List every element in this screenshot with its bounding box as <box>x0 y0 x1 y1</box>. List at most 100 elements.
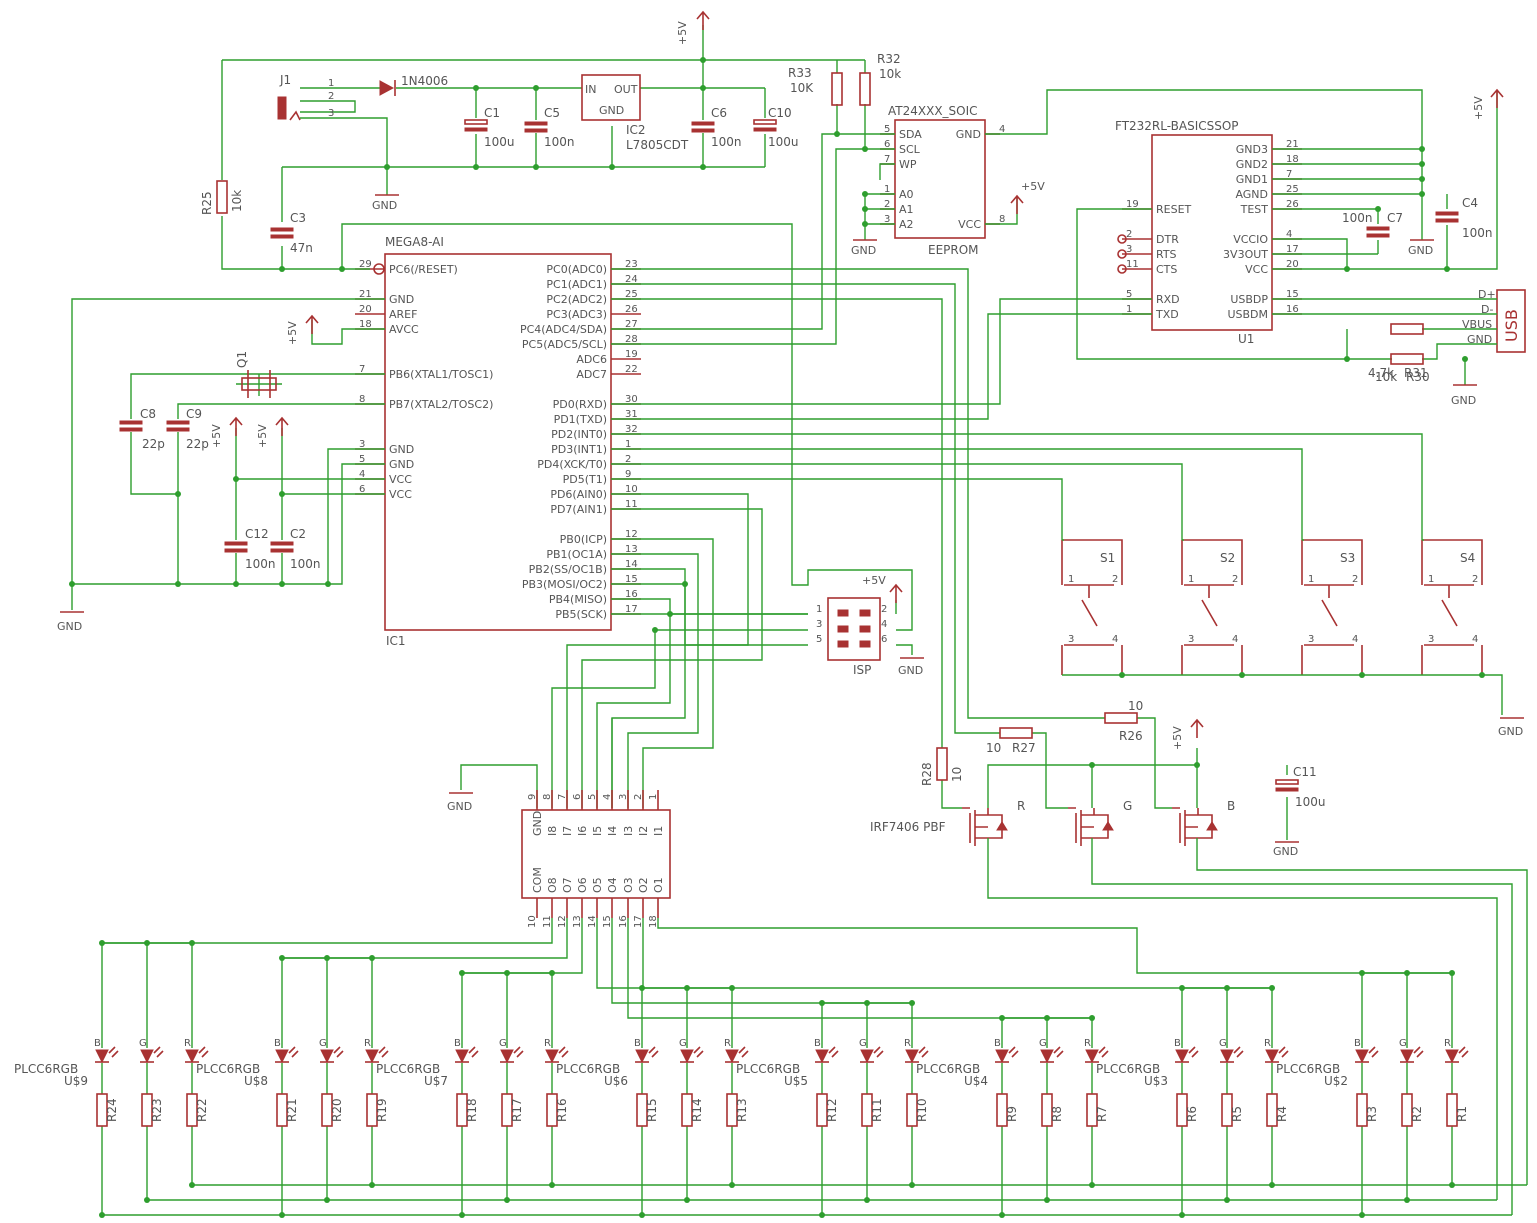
mosfet-diode <box>1102 821 1114 831</box>
led-resistor-ref: R22 <box>195 1098 209 1122</box>
uln-top-num: 6 <box>572 794 583 800</box>
led-ref: U$7 <box>424 1074 448 1088</box>
pin-number: 15 <box>625 574 638 585</box>
jack-ref: J1 <box>279 73 291 87</box>
led-resistor-ref: R24 <box>105 1098 119 1122</box>
uln-bottom-num: 10 <box>527 915 538 928</box>
uln-bottom-name: O1 <box>652 877 665 893</box>
pin-number: 32 <box>625 424 638 435</box>
switch-pin-3: 3 <box>1188 634 1194 645</box>
mosfet-part: IRF7406 PBF <box>870 820 946 834</box>
switch-pin-3: 3 <box>1308 634 1314 645</box>
pin-number: 1 <box>625 439 631 450</box>
pin-name: A2 <box>899 218 914 231</box>
led-common-wire <box>1001 1017 1093 1048</box>
led-resistor-ref: R13 <box>735 1098 749 1122</box>
mosfet-body <box>962 807 1003 846</box>
usb-interface-wiring: 100n C7 C4 100n 4.7k R31 10k R30 GND GND… <box>1076 89 1504 407</box>
darlington-pins: 9GND8I87I76I65I54I43I32I21I110COM11O812O… <box>527 790 665 928</box>
uln-top-num: 5 <box>587 794 598 800</box>
r26-ref: R26 <box>1119 729 1143 743</box>
pin-number: 1 <box>884 184 890 195</box>
switch-pin-1: 1 <box>1308 574 1314 585</box>
pin-name: PD2(INT0) <box>551 428 607 441</box>
uln-bottom-name: O4 <box>606 877 619 893</box>
led-part: PLCC6RGB <box>196 1062 260 1076</box>
pin-number: 5 <box>1126 289 1132 300</box>
led-diode <box>364 1046 389 1063</box>
led-ref: U$6 <box>604 1074 628 1088</box>
led-diode <box>814 1046 839 1063</box>
gnd-label-mega: GND <box>57 620 82 633</box>
led-diode <box>94 1046 119 1063</box>
pin-number: 4 <box>1286 229 1292 240</box>
led-diode <box>184 1046 209 1063</box>
reg-out: OUT <box>614 83 638 96</box>
led-diode <box>1219 1046 1244 1063</box>
isp-pin-5: 5 <box>816 634 822 645</box>
led-ref: U$9 <box>64 1074 88 1088</box>
led-letter: G <box>679 1038 687 1049</box>
switch-pin-4: 4 <box>1232 634 1238 645</box>
uln-top-name: I5 <box>591 826 604 836</box>
led-common-wire <box>821 1002 913 1048</box>
led-diode <box>274 1046 299 1063</box>
darlington-array: 9GND8I87I76I65I54I43I32I21I110COM11O812O… <box>521 790 671 928</box>
led-ref: U$5 <box>784 1074 808 1088</box>
reg-in: IN <box>585 83 596 96</box>
jack-pin-3: 3 <box>328 108 334 119</box>
led-letter: B <box>1174 1038 1181 1049</box>
pin-name: SCL <box>899 143 921 156</box>
led-diode <box>499 1046 524 1063</box>
pin-name: VCC <box>1245 263 1268 276</box>
pin-number: 12 <box>625 529 638 540</box>
c7-val: 100n <box>1342 211 1373 225</box>
pin-name: USBDM <box>1227 308 1268 321</box>
uln-top-name: I3 <box>622 826 635 836</box>
pin-name: GND3 <box>1236 143 1268 156</box>
isp-header: 1 2 3 4 5 6 ISP <box>816 597 887 677</box>
c9-val: 22p <box>186 437 209 451</box>
pin-number: 28 <box>625 334 638 345</box>
led-resistor-ref: R8 <box>1050 1106 1064 1122</box>
uln-top-name: GND <box>531 811 544 836</box>
c8-ref: C8 <box>140 407 156 421</box>
led-letter: G <box>319 1038 327 1049</box>
gnd-label-isp: GND <box>898 664 923 677</box>
pin-number: 23 <box>625 259 638 270</box>
r27-ref: R27 <box>1012 741 1036 755</box>
pin-name: AVCC <box>389 323 419 336</box>
pin-name: AGND <box>1235 188 1268 201</box>
pin-name: GND <box>956 128 981 141</box>
pin-name: RTS <box>1156 248 1177 261</box>
pin-number: 31 <box>625 409 638 420</box>
led-resistor-ref: R7 <box>1095 1106 1109 1122</box>
pin-number: 19 <box>625 349 638 360</box>
pin-number: 4 <box>359 469 365 480</box>
c12-ref: C12 <box>245 527 269 541</box>
pin-name: PB7(XTAL2/TOSC2) <box>389 398 493 411</box>
c2-val: 100n <box>290 557 321 571</box>
led-resistor-ref: R4 <box>1275 1106 1289 1122</box>
pin-number: 21 <box>359 289 372 300</box>
pin-number: 26 <box>625 304 638 315</box>
led-diode <box>1084 1046 1109 1063</box>
pin-number: 6 <box>884 139 890 150</box>
uln-top-name: I6 <box>576 826 589 836</box>
led-resistor-ref: R5 <box>1230 1106 1244 1122</box>
led-letter: G <box>1039 1038 1047 1049</box>
pin-number: 25 <box>1286 184 1299 195</box>
led-letter: B <box>1354 1038 1361 1049</box>
led-letter: G <box>1399 1038 1407 1049</box>
uln-top-name: I1 <box>652 826 665 836</box>
r28-ref: R28 <box>920 762 934 786</box>
pin-number: 7 <box>1286 169 1292 180</box>
led-diode <box>454 1046 479 1063</box>
mosfet-body <box>1172 807 1213 846</box>
pin-name: TEST <box>1240 203 1269 216</box>
uln-bottom-num: 17 <box>633 915 644 928</box>
led-ref: U$3 <box>1144 1074 1168 1088</box>
